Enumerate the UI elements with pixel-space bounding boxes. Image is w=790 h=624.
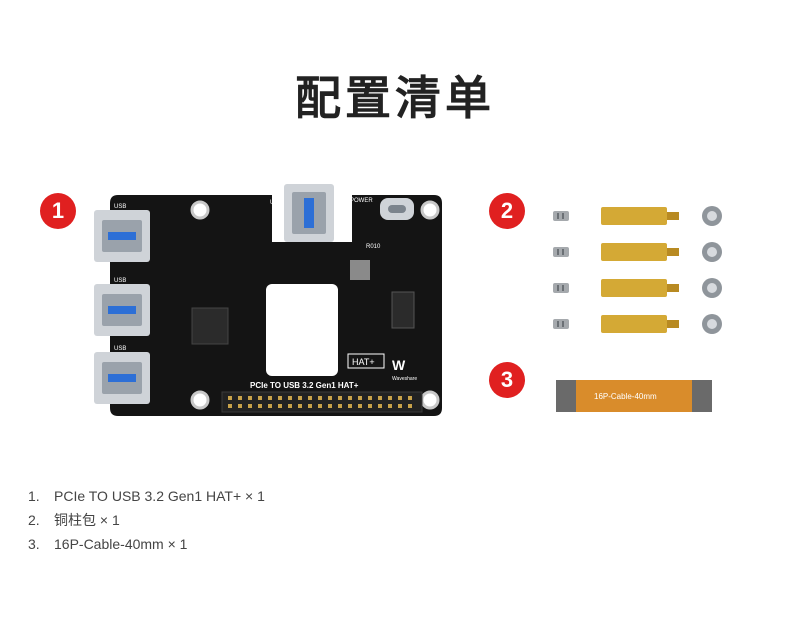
brand-label: Waveshare <box>392 376 417 382</box>
hat-board-image: USB USB USB USB POWER PWR R010 HAT+ W Wa… <box>94 184 442 416</box>
product-label: PCIe TO USB 3.2 Gen1 HAT+ <box>250 381 359 390</box>
list-number: 1. <box>28 488 40 504</box>
list-item: 1. PCIe TO USB 3.2 Gen1 HAT+ × 1 <box>28 484 265 508</box>
usb-label-4: USB <box>270 200 282 206</box>
standoff-row-4 <box>553 314 722 334</box>
usb-port-4 <box>284 184 334 242</box>
list-text: 16P-Cable-40mm × 1 <box>54 536 188 552</box>
usb-label-3: USB <box>114 346 126 352</box>
list-item: 3. 16P-Cable-40mm × 1 <box>28 532 265 556</box>
power-label: POWER <box>350 198 373 204</box>
usb-label-2: USB <box>114 278 126 284</box>
usb-label-1: USB <box>114 204 126 210</box>
ribbon-cable-image: 16P-Cable-40mm <box>556 380 712 412</box>
hat-label: HAT+ <box>352 357 375 367</box>
contents-list: 1. PCIe TO USB 3.2 Gen1 HAT+ × 1 2. 铜柱包 × … <box>28 484 265 556</box>
brand-logo: W <box>392 357 406 373</box>
list-text: 铜柱包 × 1 <box>54 512 120 528</box>
list-number: 2. <box>28 512 40 528</box>
standoff-row-1 <box>553 206 722 226</box>
standoff-pack-image <box>553 206 722 334</box>
cable-label: 16P-Cable-40mm <box>594 392 657 401</box>
page-title: 配置清单 <box>295 71 495 125</box>
standoff-row-2 <box>553 242 722 262</box>
usb-port-3 <box>94 352 150 404</box>
usb-port-2 <box>94 284 150 336</box>
list-item: 2. 铜柱包 × 1 <box>28 508 265 532</box>
chip-label: R010 <box>366 244 381 250</box>
standoff-row-3 <box>553 278 722 298</box>
list-number: 3. <box>28 536 40 552</box>
badge-3: 3 <box>489 362 525 398</box>
list-text: PCIe TO USB 3.2 Gen1 HAT+ × 1 <box>54 488 265 504</box>
pwr-label: PWR <box>338 212 350 218</box>
badge-1: 1 <box>40 193 76 229</box>
badge-2: 2 <box>489 193 525 229</box>
usb-port-1 <box>94 210 150 262</box>
